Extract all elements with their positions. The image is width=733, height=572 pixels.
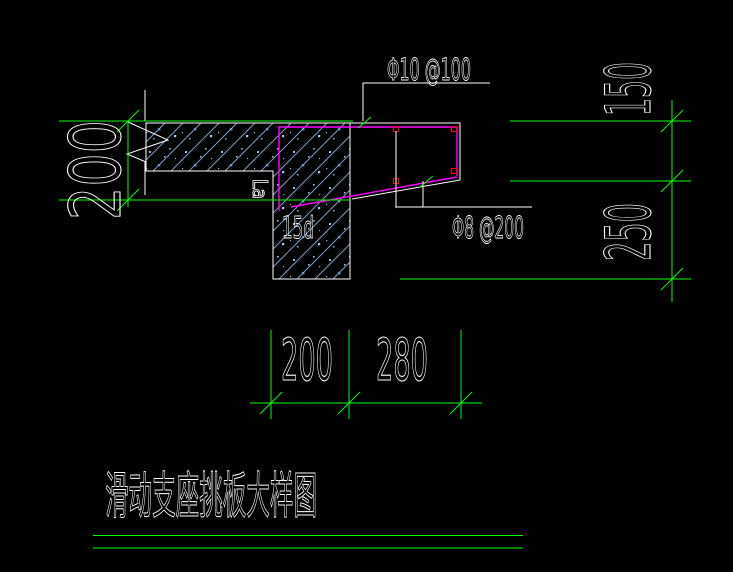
leader-lines <box>362 82 532 208</box>
label-bottom-rebar: Φ8 @200 <box>452 211 524 246</box>
label-hook-length: 15d <box>282 211 314 246</box>
dim-right-top: 150 <box>592 62 665 116</box>
title-block-lines <box>93 535 523 549</box>
bottom-rebar-line <box>290 176 458 208</box>
top-rebar-line <box>278 126 458 211</box>
dimension-lines <box>59 100 691 549</box>
cantilever-plate-outline <box>350 122 461 200</box>
concrete-section <box>145 122 351 280</box>
dimension-ticks <box>116 109 684 415</box>
break-line <box>125 90 170 195</box>
dim-right-bottom: 250 <box>592 203 665 261</box>
leader-arrow-ticks <box>357 116 434 188</box>
label-top-rebar: Φ10 @100 <box>387 53 471 88</box>
distribution-bar-sections <box>393 126 457 184</box>
label-anchorage: La <box>248 179 272 199</box>
dim-bottom-wall: 200 <box>281 326 333 394</box>
rebar-lines <box>278 126 458 211</box>
drawing-title: 滑动支座挑板大样图 <box>105 467 317 525</box>
dim-left-height: 200 <box>55 120 137 220</box>
dim-bottom-cantilever: 280 <box>376 326 428 394</box>
top-rebar-leader <box>362 82 490 121</box>
